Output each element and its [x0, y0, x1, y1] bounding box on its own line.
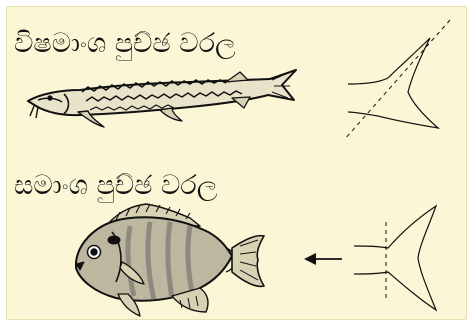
sturgeon-illustration — [28, 70, 296, 127]
heterocercal-tail-outline — [344, 20, 450, 140]
sunfish-illustration — [76, 204, 264, 316]
direction-arrow — [304, 253, 342, 265]
homocercal-tail-outline — [354, 206, 436, 310]
